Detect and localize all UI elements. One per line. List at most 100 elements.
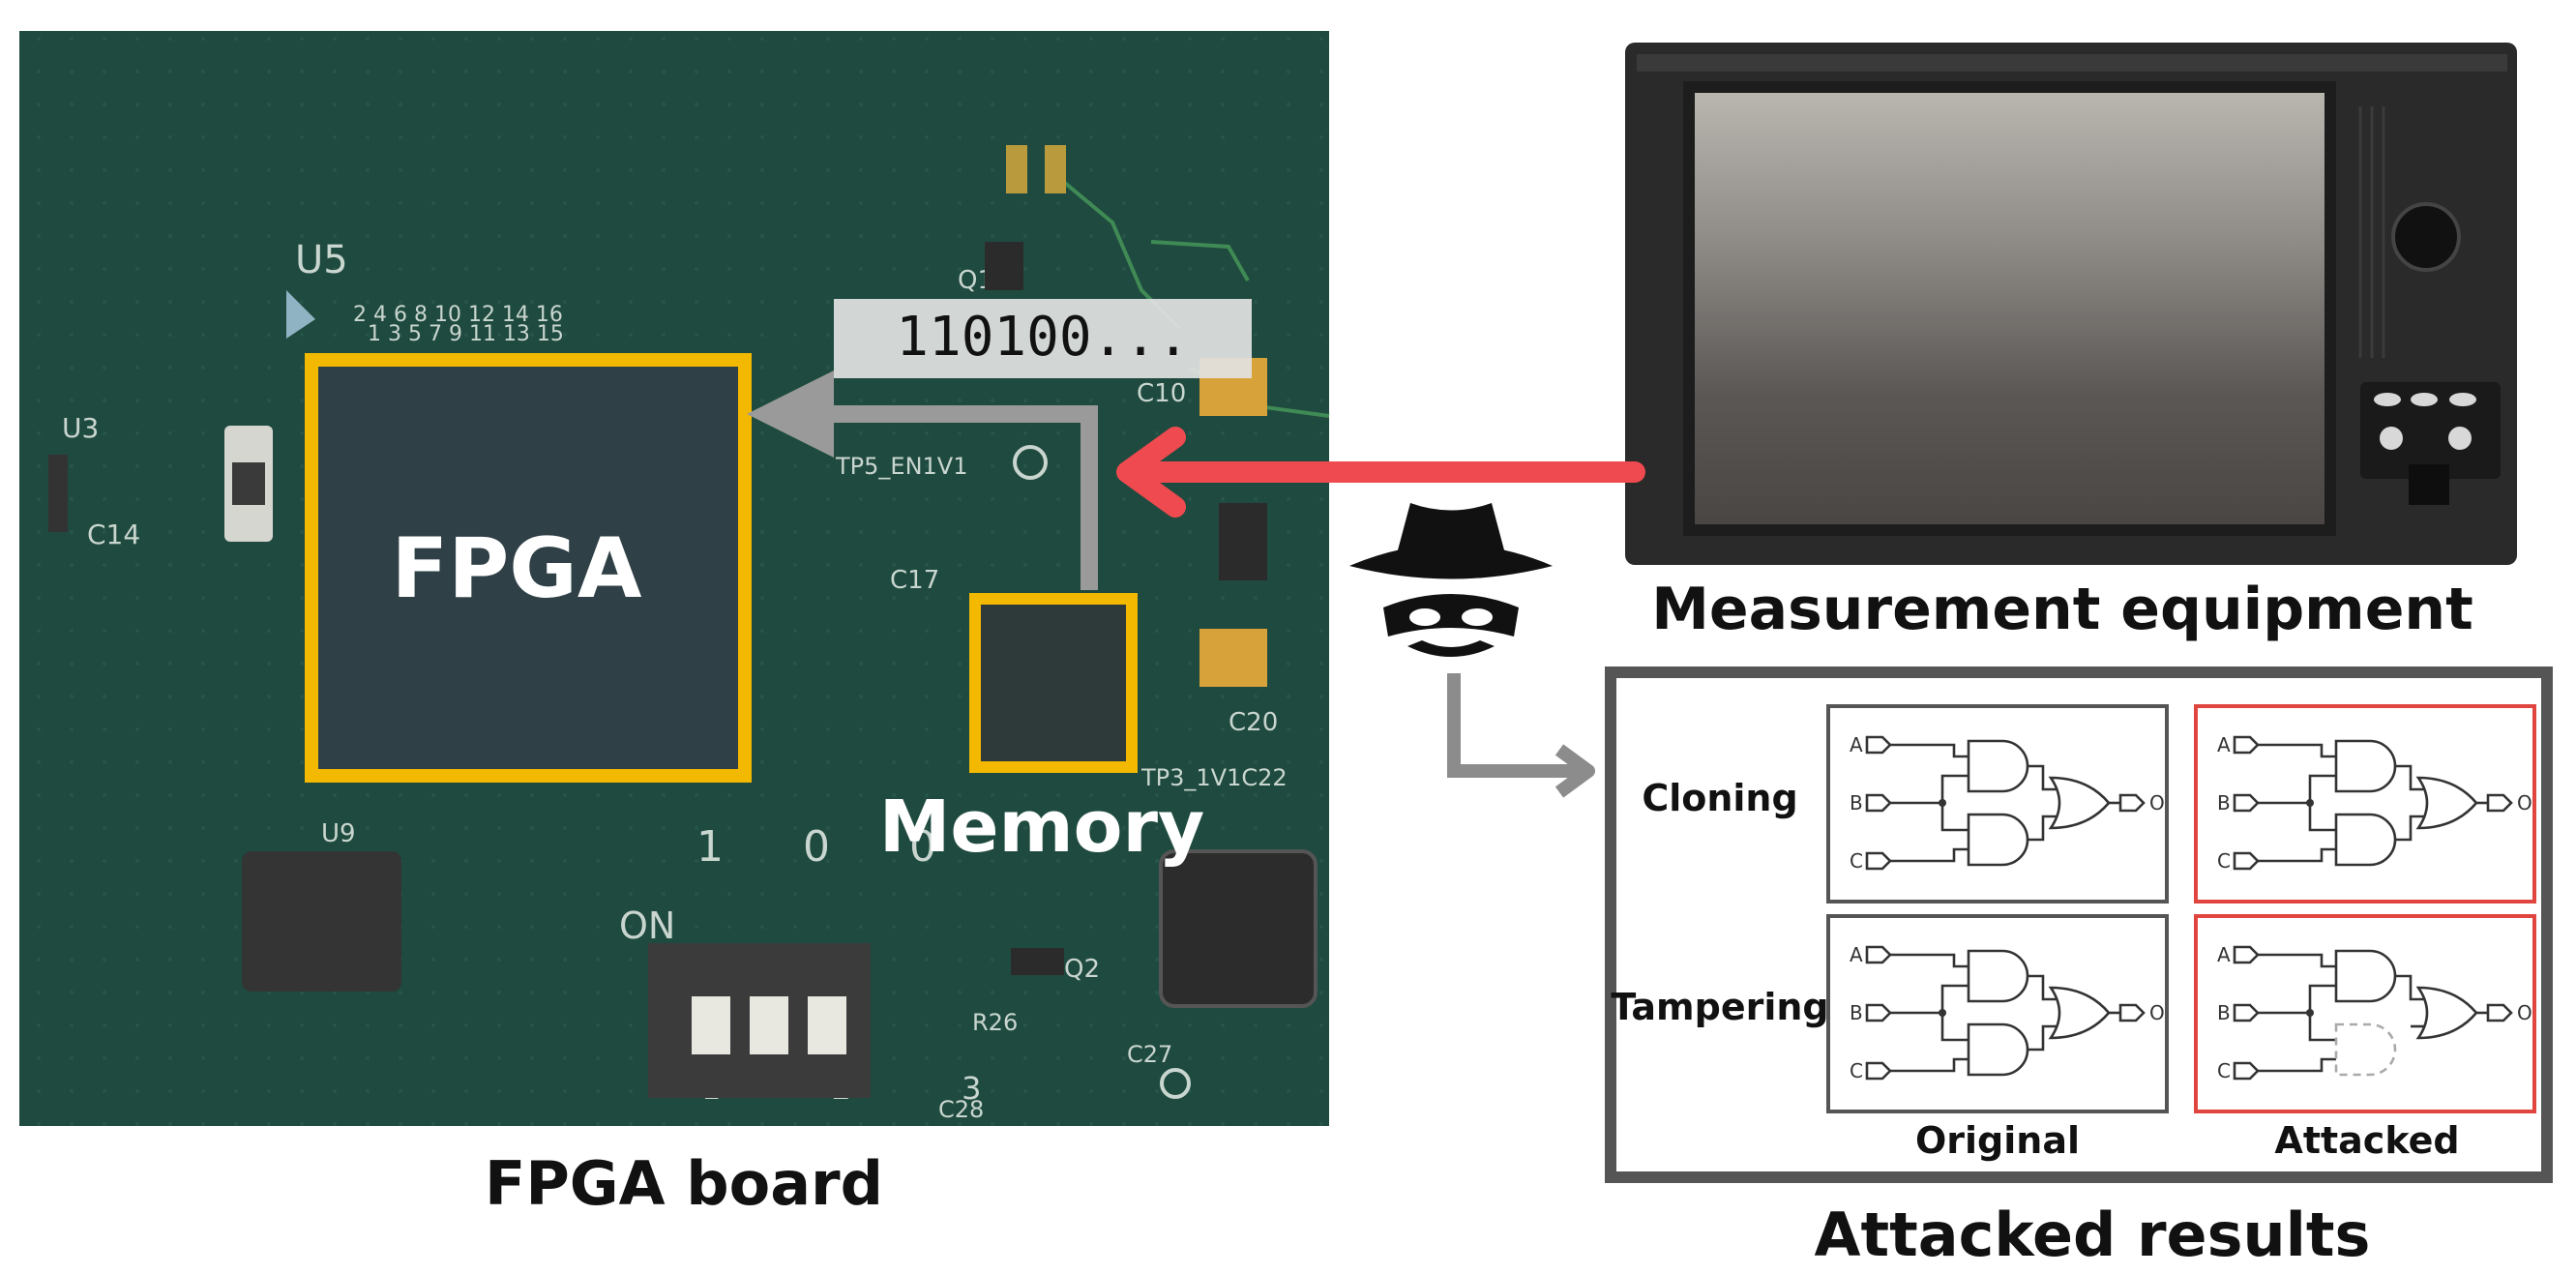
col-label-original: Original xyxy=(1915,1119,2080,1162)
circuit-tampering-attacked: A B C O xyxy=(2194,914,2536,1113)
oscilloscope-buttons xyxy=(2374,393,2476,450)
input-buffer xyxy=(1865,1061,1892,1081)
q1-transistor xyxy=(985,242,1023,290)
circuit-input-label: B xyxy=(1850,791,1863,815)
fpga-board-caption: FPGA board xyxy=(485,1148,883,1219)
input-buffer xyxy=(2233,793,2260,813)
output-buffer xyxy=(2486,1003,2513,1022)
wire-and2-or xyxy=(2395,815,2424,842)
circuit-input-label: A xyxy=(2217,943,2231,966)
measurement-equipment-photo xyxy=(1625,43,2517,565)
circuit-input-label: C xyxy=(1850,849,1863,873)
oscilloscope-screen xyxy=(1695,93,2324,524)
silk-dip-top: 1 0 0 xyxy=(696,822,969,872)
silk-u5: U5 xyxy=(295,238,348,282)
circuit-output-label: O xyxy=(2149,1001,2165,1024)
tantalum-cap-2 xyxy=(1199,629,1267,687)
or-gate xyxy=(2415,986,2478,1040)
wire-and2-or xyxy=(2028,1024,2057,1052)
silk-r26: R26 xyxy=(972,1009,1018,1036)
fpga-chip-highlight xyxy=(305,353,752,783)
input-buffer xyxy=(1865,1003,1892,1022)
input-buffer xyxy=(1865,945,1892,964)
u3-chip xyxy=(48,455,68,532)
circuit-input-label: A xyxy=(2217,733,2231,756)
fpga-label: FPGA xyxy=(392,520,642,617)
attacked-results-caption: Attacked results xyxy=(1815,1200,2371,1270)
pin1-marker xyxy=(286,290,315,339)
probe-attack-arrowhead xyxy=(1116,427,1186,518)
silk-on: ON xyxy=(619,904,675,947)
and-gate-2 xyxy=(1967,813,2029,867)
q2-transistor xyxy=(1011,948,1064,975)
col-label-attacked: Attacked xyxy=(2274,1119,2459,1162)
r2-resistor xyxy=(1045,145,1066,193)
row-label-tampering: Tampering xyxy=(1611,986,1828,1028)
or-gate xyxy=(2048,986,2111,1040)
wire-and1-or xyxy=(2395,974,2424,1001)
tp5-testpoint xyxy=(1013,445,1048,480)
circuit-input-label: B xyxy=(1850,1001,1863,1024)
circuit-output-label: O xyxy=(2517,791,2532,815)
circuit-output-label: O xyxy=(2149,791,2165,815)
silk-pins-bottom: 1 3 5 7 9 11 13 15 xyxy=(368,322,564,346)
input-buffer xyxy=(1865,851,1892,871)
oscilloscope-usb-port xyxy=(2409,464,2449,505)
circuit-input-label: C xyxy=(2217,1059,2231,1082)
silk-pins-top: 2 4 6 8 10 12 14 16 xyxy=(353,303,563,327)
oscilloscope-button-panel xyxy=(2360,382,2501,479)
or-gate xyxy=(2415,776,2478,830)
silk-c17: C17 xyxy=(890,566,939,595)
circuit-input-label: B xyxy=(2217,1001,2231,1024)
fb1-core xyxy=(232,462,265,505)
silk-c27: C27 xyxy=(1127,1041,1172,1068)
output-buffer xyxy=(2486,793,2513,813)
circuit-output-label: O xyxy=(2517,1001,2532,1024)
junction-dot xyxy=(2306,799,2314,807)
power-inductor xyxy=(1159,849,1318,1008)
junction-dot xyxy=(2306,1009,2314,1017)
and-gate-1 xyxy=(2334,949,2397,1003)
circuit-tampering-original: A B C O xyxy=(1826,914,2169,1113)
and-gate-1 xyxy=(1967,949,2029,1003)
wire-and2-or xyxy=(2028,815,2057,842)
dip-switch-1 xyxy=(692,996,730,1054)
oscilloscope-top-bar xyxy=(1637,54,2507,72)
silk-c10: C10 xyxy=(1137,379,1186,408)
and-gate-1 xyxy=(1967,739,2029,793)
junction-dot xyxy=(1939,1009,1946,1017)
input-buffer xyxy=(2233,1003,2260,1022)
circuit-input-label: A xyxy=(1850,943,1863,966)
wire-b xyxy=(2258,984,2336,1042)
wire-and1-or xyxy=(2395,764,2424,791)
u9-chip xyxy=(242,851,401,992)
wire-a xyxy=(2258,743,2336,758)
wire-c xyxy=(2258,847,2336,863)
circuit-input-label: C xyxy=(2217,849,2231,873)
oscilloscope-vents xyxy=(2358,106,2385,358)
silk-q2: Q2 xyxy=(1064,955,1100,984)
silk-u3: U3 xyxy=(62,412,99,444)
measurement-equipment-caption: Measurement equipment xyxy=(1651,576,2473,643)
wire-and1-or xyxy=(2028,764,2057,791)
wire-c xyxy=(1890,1057,1969,1073)
input-buffer xyxy=(2233,945,2260,964)
circuit-input-label: C xyxy=(1850,1059,1863,1082)
input-buffer xyxy=(2233,735,2260,755)
memory-label: Memory xyxy=(879,785,1205,869)
and-gate-2 xyxy=(2334,813,2397,867)
circuit-grid: A B C O A B C O A B C O A B C O xyxy=(1826,704,2536,1113)
junction-dot xyxy=(1939,799,1946,807)
input-buffer xyxy=(2233,1061,2260,1081)
silkscreen-labels: U5 2 4 6 8 10 12 14 16 1 3 5 7 9 11 13 1… xyxy=(62,238,1288,1123)
wire-b xyxy=(2258,774,2336,832)
output-buffer xyxy=(2118,1003,2146,1022)
r1-resistor xyxy=(1006,145,1027,193)
wire-b xyxy=(1890,984,1969,1042)
wire-c xyxy=(1890,847,1969,863)
dip-switch-2 xyxy=(750,996,788,1054)
silk-c14: C14 xyxy=(87,518,140,550)
